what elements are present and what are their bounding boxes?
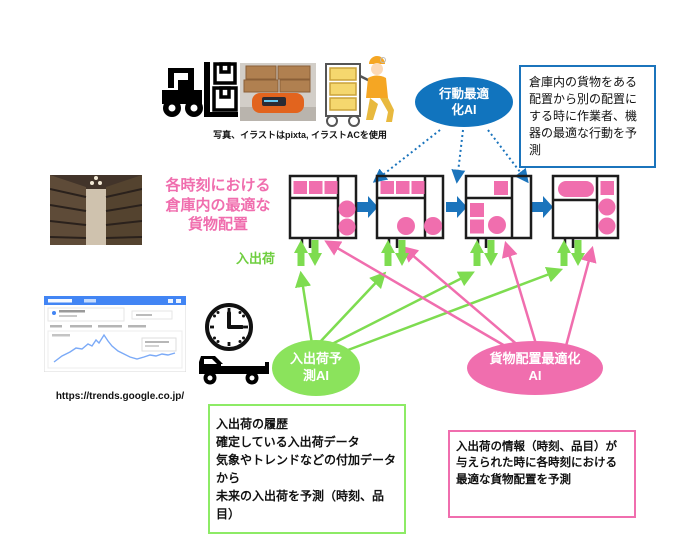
forklift-icon [158,56,242,124]
clock-icon [203,301,255,353]
dock-inout-arrows [294,240,585,266]
warehouse-photo [50,175,142,245]
behavior-ai-node[interactable]: 行動最適 化AI [415,77,513,127]
inout-ai-links [294,266,564,352]
behavior-ai-dotted-links [372,129,529,184]
warehouse-optimal-placement-title: 各時刻における 倉庫内の最適な 貨物配置 [165,177,271,233]
warehouse-state-3 [464,174,533,248]
warehouse-state-1 [288,174,358,248]
trends-screenshot [44,296,186,372]
truck-icon [195,348,273,386]
warehouse-state-4 [551,174,620,248]
credit-caption: 写真、イラストはpixta, イラストACを使用 [213,130,387,140]
agv-robot-photo [240,63,316,121]
cart-worker-illustration [322,56,398,128]
placement-optimization-ai-node[interactable]: 貨物配置最適化 AI [467,341,603,395]
inout-prediction-ai-node[interactable]: 入出荷予 測AI [272,340,360,396]
warehouse-state-2 [375,174,445,248]
placement-ai-links [324,240,597,352]
behavior-ai-description-box: 倉庫内の貨物をある配置から別の配置にする時に作業者、機器の最適な行動を予測 [519,65,656,169]
trends-url[interactable]: https://trends.google.co.jp/ [55,391,185,402]
inout-ai-description-box: 入出荷の履歴 確定している入出荷データ 気象やトレンドなどの付加データ から 未… [208,404,406,534]
state-transition-arrows [357,196,553,218]
placement-ai-description-box: 入出荷の情報（時刻、品目）が与えられた時に各時刻における最適な貨物配置を予測 [448,430,636,518]
inout-label: 入出荷 [236,251,276,266]
